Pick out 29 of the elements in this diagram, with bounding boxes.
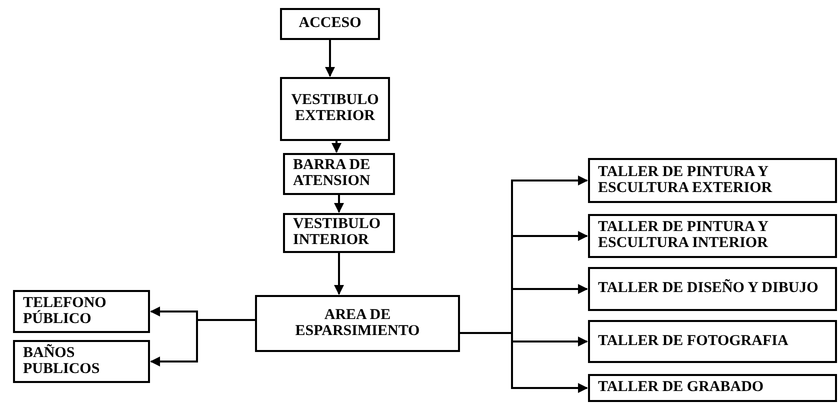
box-label: TALLER DE DISEÑO Y DIBUJO: [598, 281, 818, 297]
arrow: [334, 195, 344, 213]
box-label: ACCESO: [298, 16, 362, 32]
process-box: [588, 214, 837, 258]
process-box: [283, 153, 395, 195]
box-label: VESTIBULO EXTERIOR: [290, 93, 380, 125]
process-box: [588, 158, 837, 203]
process-box: [255, 295, 460, 352]
box-label: TALLER DE PINTURA Y ESCULTURA EXTERIOR: [598, 164, 774, 196]
box-label: BAÑOS PUBLICOS: [23, 346, 101, 378]
arrow: [332, 141, 342, 153]
box-label: TALLER DE PINTURA Y ESCULTURA INTERIOR: [598, 220, 770, 252]
box-label: TALLER DE GRABADO: [598, 380, 764, 396]
process-box: [588, 267, 837, 311]
box-label: TELEFONO PÚBLICO: [23, 296, 108, 328]
arrow: [460, 332, 588, 393]
process-box: [588, 374, 837, 402]
process-box: [13, 290, 150, 333]
process-box: [13, 340, 150, 383]
process-box: [588, 320, 837, 363]
arrow: [334, 253, 344, 295]
process-box: [283, 213, 395, 253]
box-label: TALLER DE FOTOGRAFIA: [598, 334, 788, 350]
process-box: [280, 77, 390, 141]
box-label: VESTIBULO INTERIOR: [293, 217, 382, 249]
arrow: [325, 40, 335, 77]
box-label: AREA DE ESPARSIMIENTO: [294, 308, 421, 340]
process-box: [280, 8, 380, 40]
box-label: BARRA DE ATENSION: [293, 158, 372, 190]
